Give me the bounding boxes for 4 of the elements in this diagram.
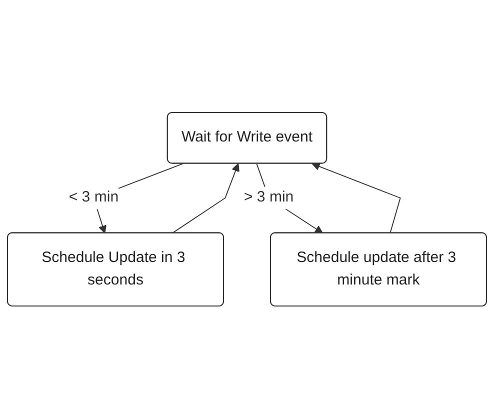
arrow xyxy=(312,162,401,234)
edge-label: < 3 min xyxy=(68,190,119,206)
arrow xyxy=(172,164,240,234)
edge-label: > 3 min xyxy=(244,190,294,206)
